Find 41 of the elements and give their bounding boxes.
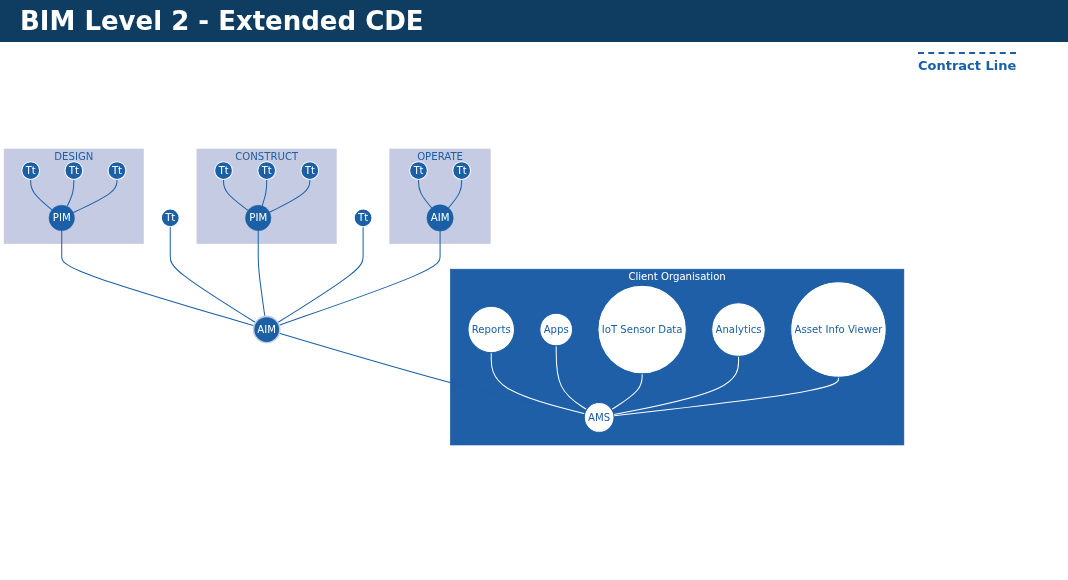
node-circle: Tt	[107, 161, 127, 180]
connector	[169, 226, 257, 324]
connector	[490, 352, 586, 415]
node-circle: PIM	[245, 204, 272, 231]
connector	[448, 178, 463, 209]
node-circle: Reports	[467, 305, 515, 354]
connector	[613, 355, 740, 416]
node-circle: AIM	[426, 204, 454, 232]
node-circle: AMS	[583, 402, 615, 433]
connector	[611, 373, 643, 410]
connector	[555, 345, 588, 410]
node-circle: Tt	[353, 208, 373, 228]
connector	[278, 230, 441, 326]
connector	[277, 226, 364, 324]
node-circle: Asset Info Viewer	[790, 281, 887, 378]
node-circle: Tt	[300, 161, 320, 180]
connector	[269, 178, 311, 213]
node-circle: Tt	[160, 208, 180, 228]
node-circle: Tt	[257, 161, 277, 180]
connector	[66, 178, 75, 207]
connector	[257, 230, 266, 317]
connector	[72, 178, 118, 214]
node-circle: Apps	[539, 312, 574, 347]
node-circle: Tt	[21, 161, 41, 180]
note-label: Contract Line	[918, 52, 1017, 73]
connector	[261, 178, 268, 207]
connector	[61, 230, 255, 327]
connector	[30, 178, 53, 211]
node-circle: Tt	[452, 161, 472, 180]
node-circle: PIM	[48, 204, 75, 231]
node-circle: Tt	[214, 161, 233, 180]
node-circle: IoT Sensor Data	[597, 284, 687, 375]
connector	[278, 332, 586, 415]
node-circle: AIM	[252, 315, 281, 344]
node-circle: Tt	[64, 161, 84, 180]
connector	[418, 178, 433, 209]
title: BIM Level 2 - Extended CDE	[20, 6, 424, 36]
node-circle: Analytics	[711, 302, 766, 357]
connector	[223, 178, 249, 211]
node-circle: Tt	[409, 161, 428, 180]
connector	[613, 376, 839, 417]
